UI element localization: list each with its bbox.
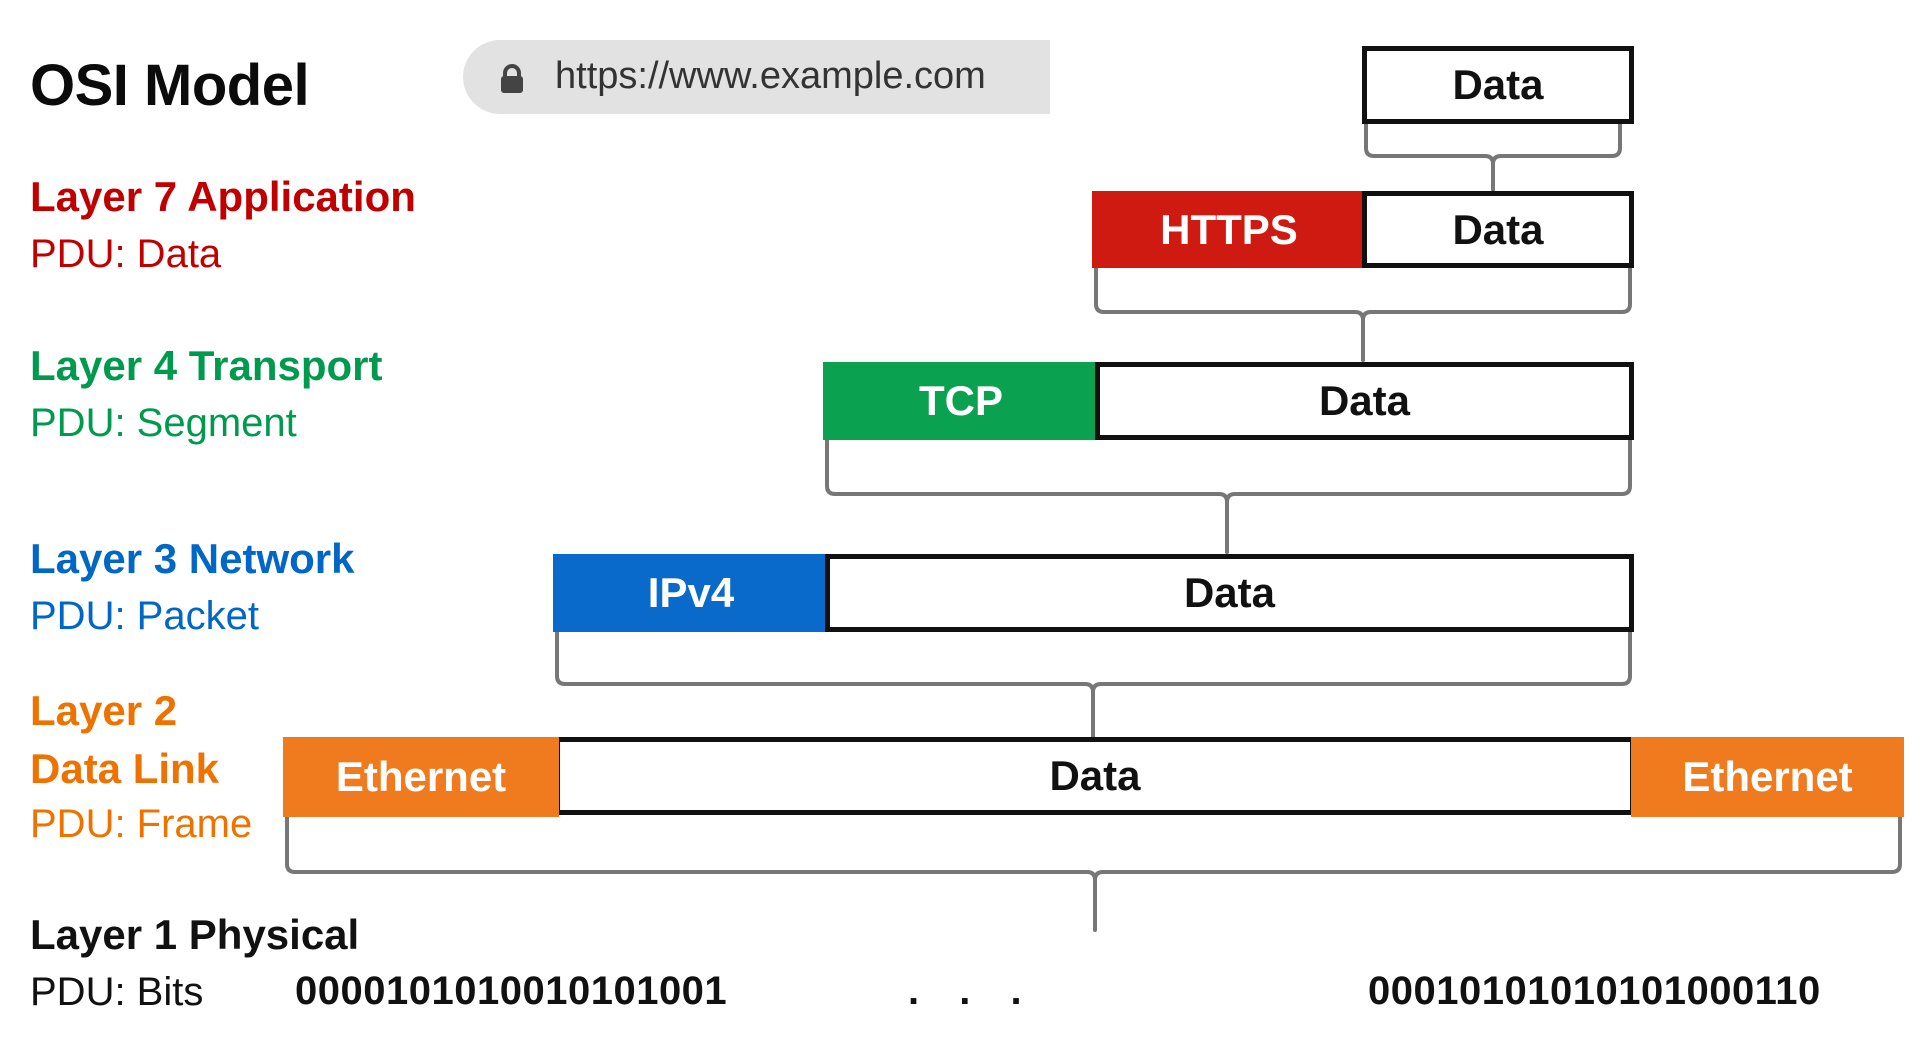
layer4-pdu: PDU: Segment [30, 401, 297, 445]
tcp-data-box: Data [1095, 362, 1634, 440]
layer2-name-line1: Layer 2 [30, 687, 178, 734]
layer7-name: Layer 7 Application [30, 173, 416, 220]
brace-data [1364, 122, 1622, 192]
brace-ipv4 [555, 630, 1632, 744]
bits-ellipsis: . . . [908, 969, 1023, 1013]
layer4-name: Layer 4 Transport [30, 342, 383, 389]
layer2-name-line2: Data Link [30, 745, 220, 792]
https-data-box: Data [1362, 191, 1634, 268]
ipv4-header: IPv4 [553, 554, 829, 632]
tcp-header: TCP [823, 362, 1099, 440]
ethernet-header: Ethernet [283, 737, 559, 817]
ethernet-trailer: Ethernet [1631, 737, 1904, 817]
bits-start: 0000101010010101001 [295, 969, 728, 1013]
brace-tcp [825, 438, 1632, 554]
data-box: Data [1362, 46, 1634, 124]
https-header: HTTPS [1092, 191, 1366, 268]
layer3-name: Layer 3 Network [30, 535, 355, 582]
url-text: https://www.example.com [555, 55, 986, 97]
url-bar[interactable]: https://www.example.com [463, 40, 1050, 114]
layer3-pdu: PDU: Packet [30, 594, 259, 638]
layer7-pdu: PDU: Data [30, 232, 222, 276]
layer1-name: Layer 1 Physical [30, 911, 360, 958]
ipv4-data-box: Data [825, 554, 1634, 632]
layer1-pdu: PDU: Bits [30, 970, 204, 1014]
page-title: OSI Model [30, 53, 310, 118]
frame-data-box: Data [555, 737, 1635, 815]
bits-end: 00010101010101000110 [1368, 969, 1821, 1013]
brace-https [1094, 266, 1632, 362]
brace-frame [285, 813, 1902, 932]
layer2-pdu: PDU: Frame [30, 802, 253, 846]
lock-icon [501, 64, 523, 93]
